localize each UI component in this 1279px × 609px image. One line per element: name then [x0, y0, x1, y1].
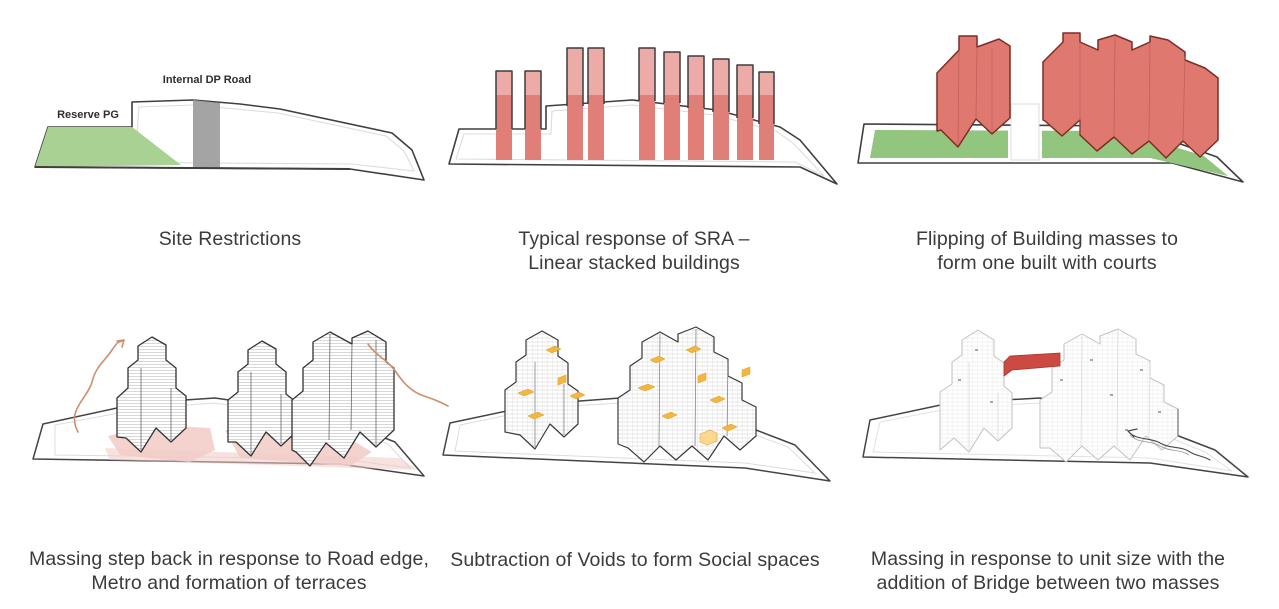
faint-tower-right: [1039, 328, 1179, 463]
caption-line: Massing in response to unit size with th…: [870, 548, 1226, 570]
caption-line: Metro and formation of terraces: [91, 571, 367, 594]
terraced-tower-right: [291, 330, 395, 467]
building-mass-right: [1042, 32, 1219, 159]
caption-bridge-massing: Massing in response to unit size with th…: [848, 548, 1248, 595]
sra-tower-bars: [496, 48, 774, 160]
bridge-highlight: [1003, 352, 1061, 377]
terraced-tower-left: [116, 336, 187, 453]
caption-line: Massing step back in response to Road ed…: [29, 548, 429, 570]
site-restrictions-diagram: [34, 99, 425, 181]
caption-subtraction-voids: Subtraction of Voids to form Social spac…: [445, 549, 825, 573]
caption-line: addition of Bridge between two masses: [876, 571, 1220, 594]
flipping-masses-diagram: [857, 32, 1244, 183]
terraced-tower-middle: [227, 340, 297, 457]
caption-site-restrictions: Site Restrictions: [30, 228, 430, 252]
caption-flipping-masses: Flipping of Building masses to form one …: [857, 228, 1237, 275]
subtraction-voids-diagram: [442, 326, 831, 482]
caption-line: form one built with courts: [937, 251, 1157, 274]
caption-line: Typical response of SRA –: [518, 228, 750, 250]
building-mass-left: [936, 35, 1011, 148]
reserve-pg-area: [35, 127, 181, 167]
internal-dp-road-label: Internal DP Road: [162, 74, 252, 86]
caption-massing-step-back: Massing step back in response to Road ed…: [19, 548, 439, 595]
facade-flecks: [958, 349, 1161, 431]
metro-arrow-left: [73, 339, 125, 433]
sra-bar-outlines: [495, 47, 775, 129]
dp-road-band: [193, 100, 220, 168]
access-road-squiggle: [1127, 428, 1211, 461]
caption-sra-response: Typical response of SRA – Linear stacked…: [454, 228, 814, 275]
voided-tower-right: [617, 326, 757, 463]
central-road-gap: [1008, 103, 1042, 162]
voided-tower-left: [504, 330, 579, 450]
metro-arrow-right: [367, 343, 449, 407]
reserve-pg-label: Reserve PG: [57, 109, 119, 121]
massing-step-back-diagram: [32, 330, 449, 477]
sra-response-diagram: [448, 47, 838, 185]
faint-tower-left: [939, 329, 1013, 453]
caption-line: Flipping of Building masses to: [915, 228, 1179, 250]
caption-line: Site Restrictions: [158, 228, 302, 250]
bridge-massing-diagram: [862, 328, 1249, 478]
caption-line: Linear stacked buildings: [528, 251, 740, 274]
caption-line: Subtraction of Voids to form Social spac…: [450, 549, 820, 571]
void-highlights: [517, 345, 751, 446]
